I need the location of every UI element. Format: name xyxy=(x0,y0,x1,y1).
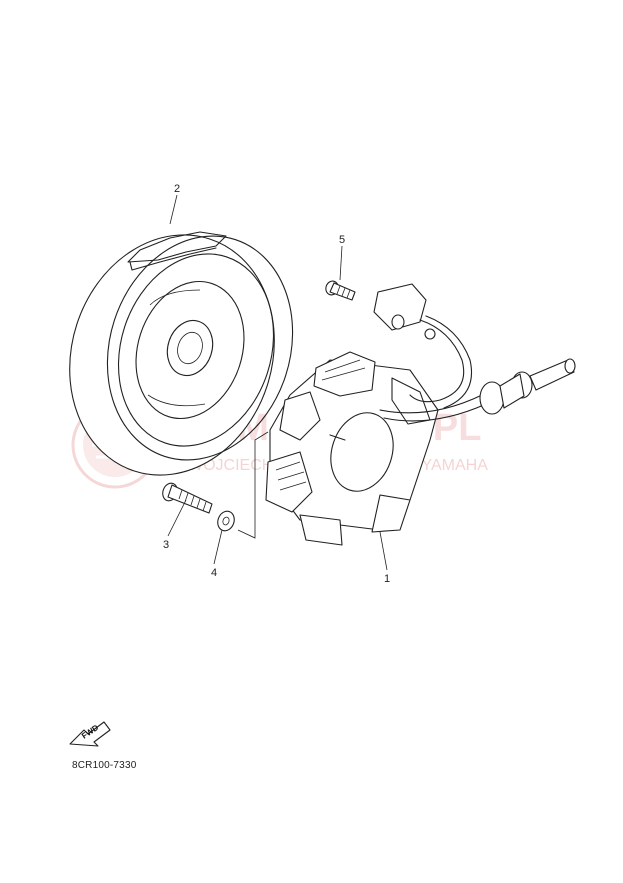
washer xyxy=(217,510,235,532)
assembly-bracket-line xyxy=(237,431,269,539)
callout-3: 3 xyxy=(163,539,169,551)
callout-2: 2 xyxy=(174,183,180,195)
leader-line-1 xyxy=(379,531,388,571)
callout-5: 5 xyxy=(339,234,345,246)
rotor-assembly xyxy=(69,231,294,476)
leader-line-5 xyxy=(339,245,343,281)
leader-line-4 xyxy=(213,529,223,565)
stator-assembly xyxy=(265,283,576,546)
screw xyxy=(325,280,356,301)
fwd-arrow-icon: FWD xyxy=(69,721,111,747)
leader-line-2 xyxy=(169,194,178,225)
bolt xyxy=(162,482,213,514)
diagram-part-code: 8CR100-7330 xyxy=(72,760,137,771)
callout-4: 4 xyxy=(211,567,217,579)
leader-lines xyxy=(167,194,388,571)
leader-line-3 xyxy=(167,499,187,537)
callout-1: 1 xyxy=(384,573,390,585)
